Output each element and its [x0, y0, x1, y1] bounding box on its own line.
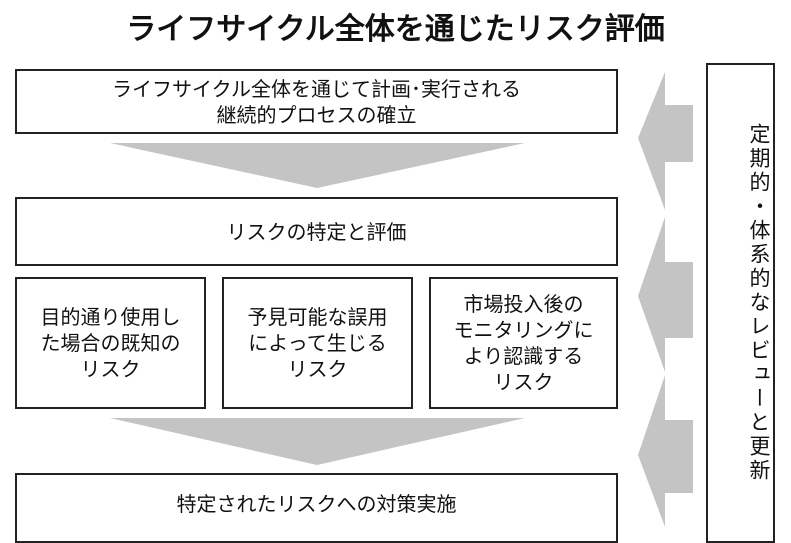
risk-intended-use-box: 目的通り使用し た場合の既知の リスク	[15, 277, 206, 409]
left-arrow-1	[638, 72, 693, 210]
page-title: ライフサイクル全体を通じたリスク評価	[126, 12, 665, 47]
identify-evaluate-box: リスクの特定と評価	[15, 197, 618, 266]
review-box: 定期的・体系的なレビューと更新	[706, 63, 775, 543]
down-arrow-1	[110, 143, 525, 188]
review-text: 定期的・体系的なレビューと更新	[747, 123, 771, 483]
left-arrow-2	[638, 217, 693, 372]
establish-process-box: ライフサイクル全体を通じて計画･実行される 継続的プロセスの確立	[15, 69, 618, 134]
arrows-layer	[110, 72, 693, 527]
down-arrow-2	[110, 418, 525, 465]
left-arrow-3	[638, 375, 693, 527]
risk-misuse-box: 予見可能な誤用 によって生じる リスク	[222, 277, 413, 409]
risk-post-market-box: 市場投入後の モニタリングに より認識する リスク	[429, 277, 618, 409]
countermeasure-box: 特定されたリスクへの対策実施	[15, 473, 618, 543]
